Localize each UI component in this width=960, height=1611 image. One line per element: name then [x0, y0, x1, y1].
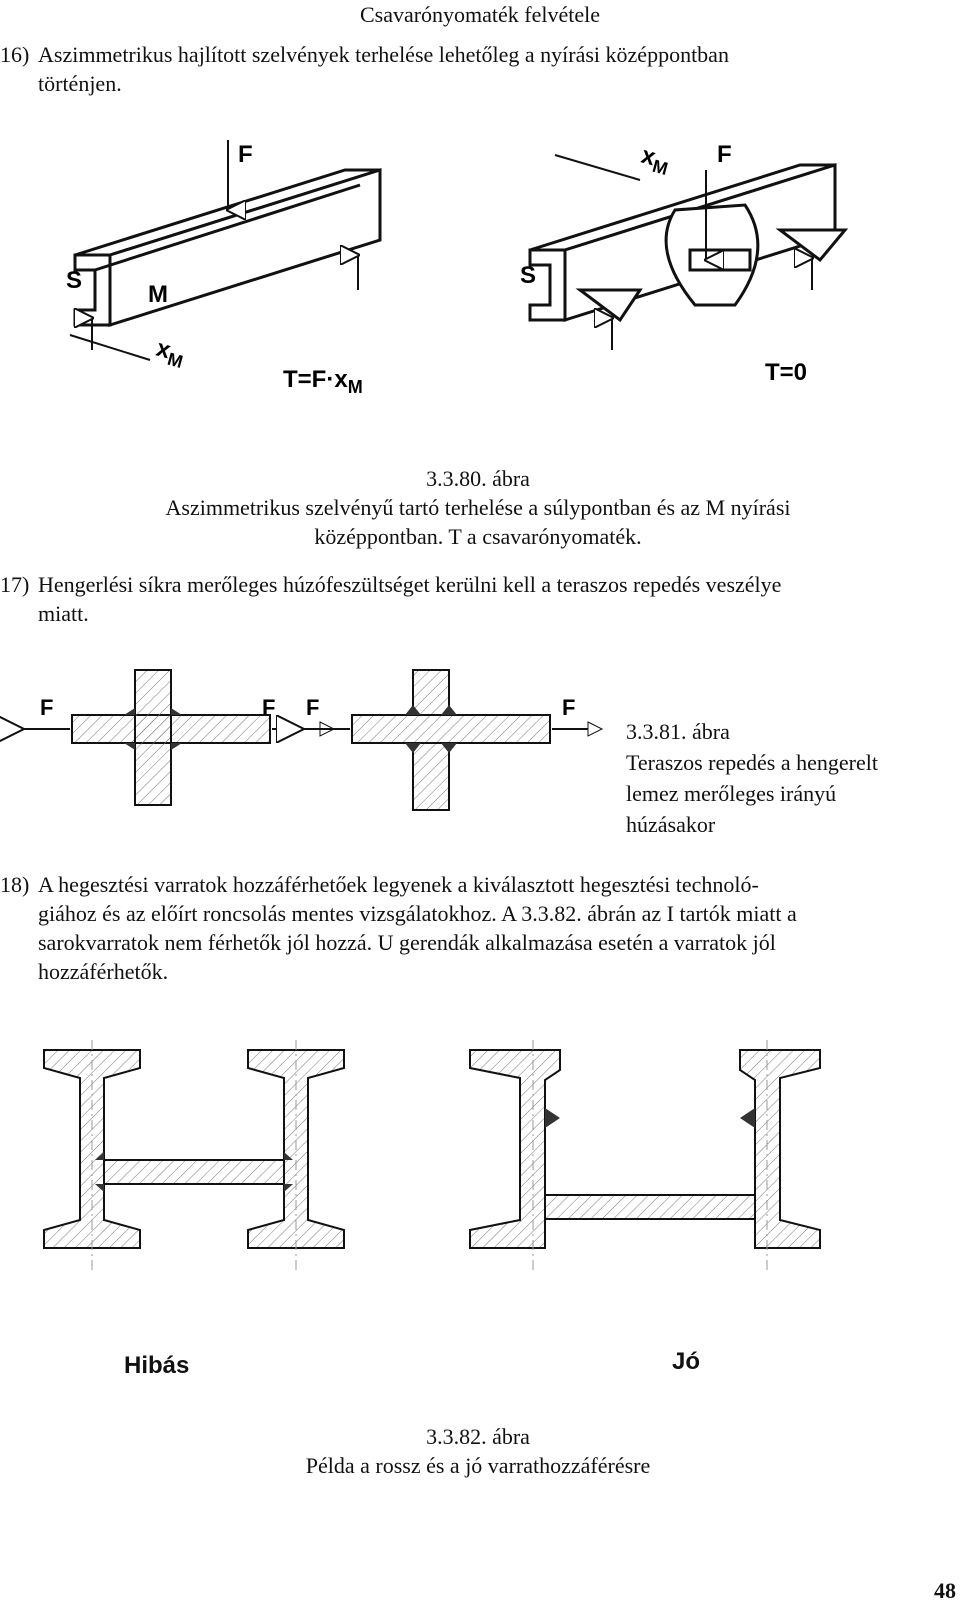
- caption-line: középpontban. T a csavarónyomaték.: [314, 524, 642, 549]
- paragraph-line: miatt.: [38, 601, 89, 626]
- caption-3-3-80: 3.3.80. ábra Aszimmetrikus szelvényű tar…: [0, 464, 956, 551]
- item-number: 18): [0, 872, 30, 897]
- caption-number: 3.3.82. ábra: [426, 1424, 530, 1449]
- label-M-left: M: [148, 281, 168, 308]
- caption-3-3-81: 3.3.81. ábra Teraszos repedés a hengerel…: [626, 716, 878, 840]
- paragraph-line: hozzáférhetők.: [38, 959, 169, 984]
- label-bad: Hibás: [124, 1352, 190, 1379]
- paragraph-18: 18) A hegesztési varratok hozzáférhetőek …: [0, 870, 956, 986]
- paragraph-line: Aszimmetrikus hajlított szelvények terhe…: [38, 42, 729, 67]
- label-S-left: S: [66, 267, 82, 294]
- right-channel-beam: [528, 162, 849, 323]
- label-F-1: F: [40, 695, 53, 720]
- label-F-2: F: [262, 695, 275, 720]
- paragraph-line: Hengerlési síkra merőleges húzófeszültsé…: [38, 572, 782, 597]
- label-T-right: T=0: [765, 359, 807, 386]
- caption-number: 3.3.80. ábra: [426, 466, 530, 491]
- page-number: 48: [934, 1578, 956, 1603]
- paragraph-line: giához és az előírt roncsolás mentes viz…: [38, 901, 797, 926]
- paragraph-line: sarokvarratok nem férhetők jól hozzá. U …: [38, 930, 776, 955]
- page-header: Csavarónyomaték felvétele: [359, 2, 601, 27]
- label-F-right: F: [717, 141, 732, 168]
- label-F-left: F: [238, 141, 253, 168]
- label-good: Jó: [672, 1348, 701, 1375]
- u-channel-left: [469, 1049, 561, 1249]
- label-T-left: T=F·xM: [283, 366, 363, 397]
- label-F-4: F: [562, 695, 575, 720]
- caption-3-3-82: 3.3.82. ábra Példa a rossz és a jó varra…: [0, 1422, 956, 1480]
- paragraph-line: A hegesztési varratok hozzáférhetőek leg…: [38, 872, 759, 897]
- paragraph-17: 17) Hengerlési síkra merőleges húzófeszül…: [0, 570, 956, 628]
- caption-line: Teraszos repedés a hengerelt: [626, 750, 878, 775]
- label-S-right: S: [520, 262, 536, 289]
- caption-line: lemez merőleges irányú: [626, 781, 837, 806]
- caption-line: húzásakor: [626, 812, 716, 837]
- caption-line: Példa a rossz és a jó varrathozzáférésre: [305, 1453, 651, 1478]
- figure-3-3-81: F F F F: [0, 669, 604, 811]
- item-number: 17): [0, 572, 30, 597]
- figure-3-3-80: F S M xM T=F·xM xM F S T=0: [66, 140, 849, 397]
- label-xM-right: xM: [637, 142, 672, 179]
- figure-3-3-82: [43, 1040, 821, 1270]
- label-F-3: F: [306, 695, 319, 720]
- label-xM-left: xM: [152, 335, 187, 372]
- item-number: 16): [0, 42, 30, 67]
- paragraph-line: történjen.: [38, 71, 122, 96]
- caption-line: Aszimmetrikus szelvényű tartó terhelése …: [165, 495, 791, 520]
- paragraph-16: 16) Aszimmetrikus hajlított szelvények te…: [0, 40, 956, 98]
- caption-line: 3.3.81. ábra: [626, 719, 730, 744]
- u-channel-right: [739, 1049, 821, 1249]
